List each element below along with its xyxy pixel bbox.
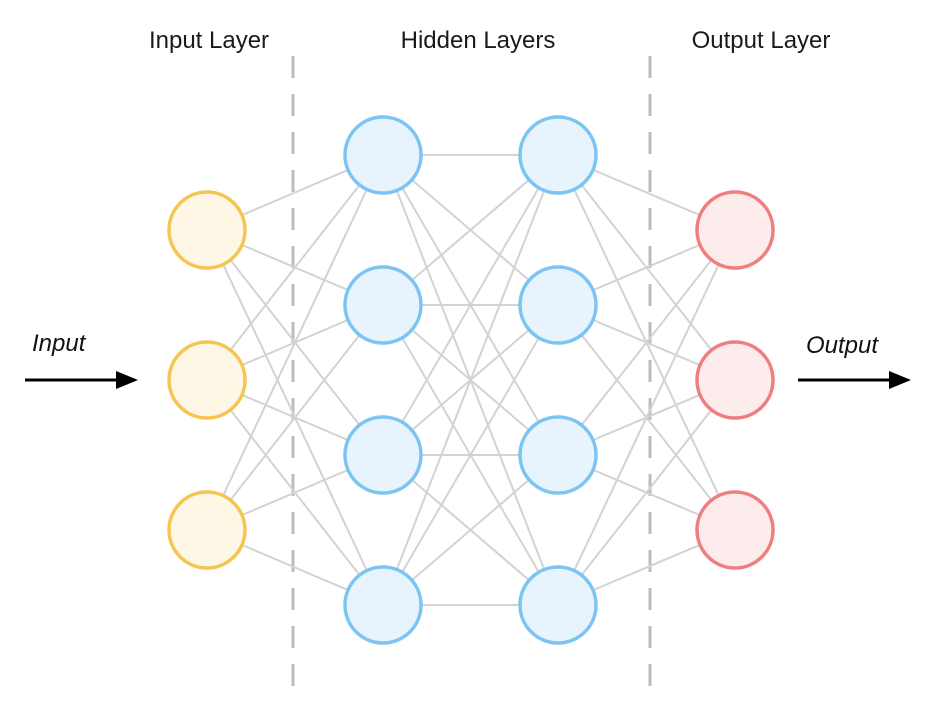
hidden-layers-header: Hidden Layers: [401, 27, 556, 54]
neuron-hidden-1-4: [343, 565, 423, 645]
connection-hidden-2-4-to-output-2: [557, 379, 736, 606]
neurons-group: [167, 115, 775, 645]
input-layer-header: Input Layer: [149, 27, 269, 54]
output-label: Output: [806, 332, 879, 359]
neuron-output-3: [695, 490, 775, 570]
neuron-hidden-1-3: [343, 415, 423, 495]
neuron-hidden-2-4: [518, 565, 598, 645]
neuron-hidden-2-3: [518, 415, 598, 495]
neuron-input-2: [167, 340, 247, 420]
neuron-input-1: [167, 190, 247, 270]
neuron-output-2: [695, 340, 775, 420]
neuron-input-3: [167, 490, 247, 570]
output-layer-header: Output Layer: [692, 27, 831, 54]
neuron-hidden-2-1: [518, 115, 598, 195]
neuron-hidden-1-1: [343, 115, 423, 195]
neuron-output-1: [695, 190, 775, 270]
connection-hidden-1-4-to-hidden-2-1: [382, 154, 559, 606]
input-label: Input: [32, 330, 87, 357]
neuron-hidden-1-2: [343, 265, 423, 345]
connection-hidden-1-4-to-hidden-2-2: [382, 304, 559, 606]
output-arrow-head-icon: [889, 371, 911, 389]
connection-input-2-to-hidden-1-1: [206, 154, 384, 381]
connection-input-3-to-hidden-1-2: [206, 304, 384, 531]
connections-group: [206, 154, 736, 606]
connection-input-3-to-hidden-1-1: [206, 154, 384, 531]
neuron-hidden-2-2: [518, 265, 598, 345]
connection-hidden-2-4-to-output-1: [557, 229, 736, 606]
connection-hidden-2-3-to-output-1: [557, 229, 736, 456]
input-arrow-head-icon: [116, 371, 138, 389]
connection-hidden-1-3-to-hidden-2-1: [382, 154, 559, 456]
